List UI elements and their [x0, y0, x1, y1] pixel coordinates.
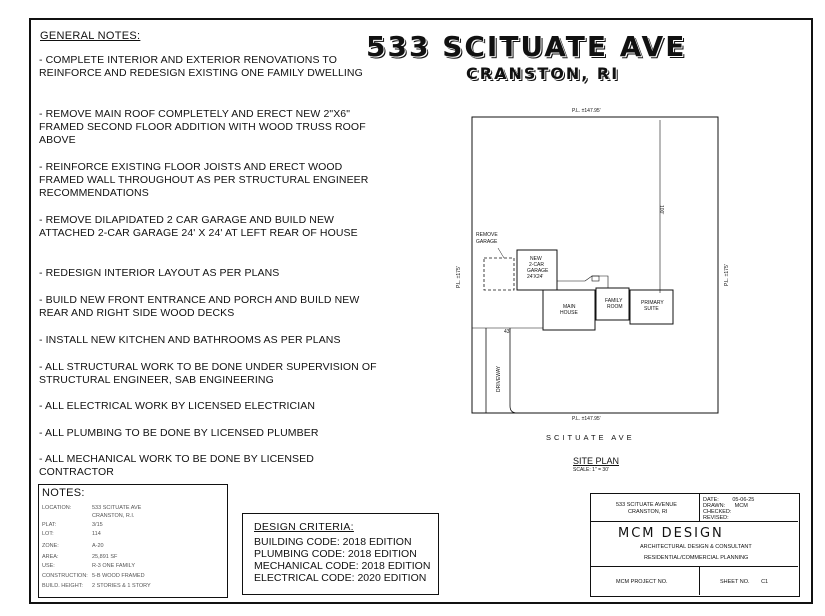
notes-box: [38, 484, 228, 598]
notes-row: CONSTRUCTION:5-B WOOD FRAMED: [42, 573, 145, 579]
design-criteria-line: PLUMBING CODE: 2018 EDITION: [254, 548, 417, 560]
notes-row: LOCATION:533 SCITUATE AVE: [42, 505, 142, 511]
notes-row: LOT:114: [42, 531, 101, 537]
family-room-label: FAMILY: [605, 298, 623, 304]
design-criteria-line: ELECTRICAL CODE: 2020 EDITION: [254, 572, 427, 584]
new-garage-label: 2-CAR: [529, 262, 545, 268]
driveway-label: DRIVEWAY: [496, 365, 502, 392]
design-criteria-heading: DESIGN CRITERIA:: [254, 521, 354, 533]
remove-garage-label: GARAGE: [476, 239, 498, 245]
general-note: - REINFORCE EXISTING FLOOR JOISTS AND ER…: [39, 161, 369, 199]
notes-row: CRANSTON, R.I.: [92, 513, 135, 519]
general-note: - COMPLETE INTERIOR AND EXTERIOR RENOVAT…: [39, 54, 363, 79]
notes-row: USE:R-3 ONE FAMILY: [42, 563, 135, 569]
new-garage-label: NEW: [530, 256, 542, 262]
general-note: - ALL ELECTRICAL WORK BY LICENSED ELECTR…: [39, 400, 316, 412]
title-block-city: CRANSTON, RI: [628, 509, 668, 515]
property-line-top-label: P.L. ±147.95': [572, 108, 601, 114]
general-note: - ALL MECHANICAL WORK TO BE DONE BY LICE…: [39, 453, 314, 478]
property-line-bottom-label: P.L. ±147.95': [572, 416, 601, 422]
notes-row: AREA:25,891 SF: [42, 554, 118, 560]
general-note: - ALL STRUCTURAL WORK TO BE DONE UNDER S…: [39, 361, 377, 386]
new-garage-label: GARAGE: [527, 268, 549, 274]
remove-garage-label: REMOVE: [476, 232, 498, 238]
property-line: [471, 116, 719, 414]
firm-subtitle: RESIDENTIAL/COMMERCIAL PLANNING: [644, 555, 749, 561]
notes-row: ZONE:A-20: [42, 543, 104, 549]
drawn-label: DRAWN: MCM: [703, 503, 748, 509]
site-plan-label: SITE PLAN: [573, 456, 620, 466]
primary-suite-label: PRIMARY: [641, 300, 664, 306]
main-house-label: HOUSE: [560, 310, 578, 316]
general-note: - REMOVE DILAPIDATED 2 CAR GARAGE AND BU…: [39, 214, 358, 239]
family-room-outline: [595, 287, 630, 321]
notes-row: BUILD. HEIGHT:2 STORIES & 1 STORY: [42, 583, 151, 589]
project-title: 533 SCITUATE AVE: [366, 30, 687, 63]
dimension-100-label: 100': [658, 205, 664, 215]
family-room-label: ROOM: [607, 304, 623, 310]
general-note: - ALL PLUMBING TO BE DONE BY LICENSED PL…: [39, 427, 319, 439]
design-criteria-line: BUILDING CODE: 2018 EDITION: [254, 536, 412, 548]
firm-name: MCM DESIGN: [618, 526, 724, 541]
dimension-43-label: 43': [504, 329, 511, 335]
new-garage-outline: [516, 249, 558, 291]
title-block-address: 533 SCITUATE AVENUE: [616, 502, 677, 508]
street-label: SCITUATE AVE: [546, 433, 635, 442]
main-house-outline: [542, 289, 596, 331]
project-subtitle: CRANSTON, RI: [466, 64, 620, 83]
notes-heading: NOTES:: [42, 487, 85, 499]
sheet-number: SHEET NO. C1: [720, 579, 769, 585]
revised-label: REVISED:: [703, 515, 729, 521]
checked-label: CHECKED:: [703, 509, 732, 515]
new-garage-label: 24'X24': [527, 274, 544, 280]
property-line-left-label: P.L. ±175': [456, 266, 462, 288]
general-note: - REDESIGN INTERIOR LAYOUT AS PER PLANS: [39, 267, 280, 279]
main-house-label: MAIN: [563, 304, 576, 310]
title-block: [590, 493, 800, 597]
drawing-sheet-border: [29, 18, 813, 604]
date-label: DATE: 05-06-25: [703, 497, 755, 503]
general-note: - BUILD NEW FRONT ENTRANCE AND PORCH AND…: [39, 294, 360, 319]
removed-garage-outline: [483, 257, 515, 291]
project-number-label: MCM PROJECT NO.: [616, 579, 668, 585]
general-notes-heading: GENERAL NOTES:: [40, 30, 141, 42]
design-criteria-line: MECHANICAL CODE: 2018 EDITION: [254, 560, 431, 572]
site-plan-scale: SCALE: 1" = 30': [573, 467, 609, 473]
driveway-outline: [485, 328, 518, 414]
general-note: - INSTALL NEW KITCHEN AND BATHROOMS AS P…: [39, 334, 341, 346]
notes-row: PLAT:3/15: [42, 522, 103, 528]
general-note: - REMOVE MAIN ROOF COMPLETELY AND ERECT …: [39, 108, 366, 146]
design-criteria-box: [242, 513, 439, 595]
primary-suite-label: SUITE: [644, 306, 659, 312]
property-line-right-label: P.L. ±175': [724, 264, 730, 286]
firm-subtitle: ARCHITECTURAL DESIGN & CONSULTANT: [640, 544, 752, 550]
primary-suite-outline: [629, 289, 674, 325]
